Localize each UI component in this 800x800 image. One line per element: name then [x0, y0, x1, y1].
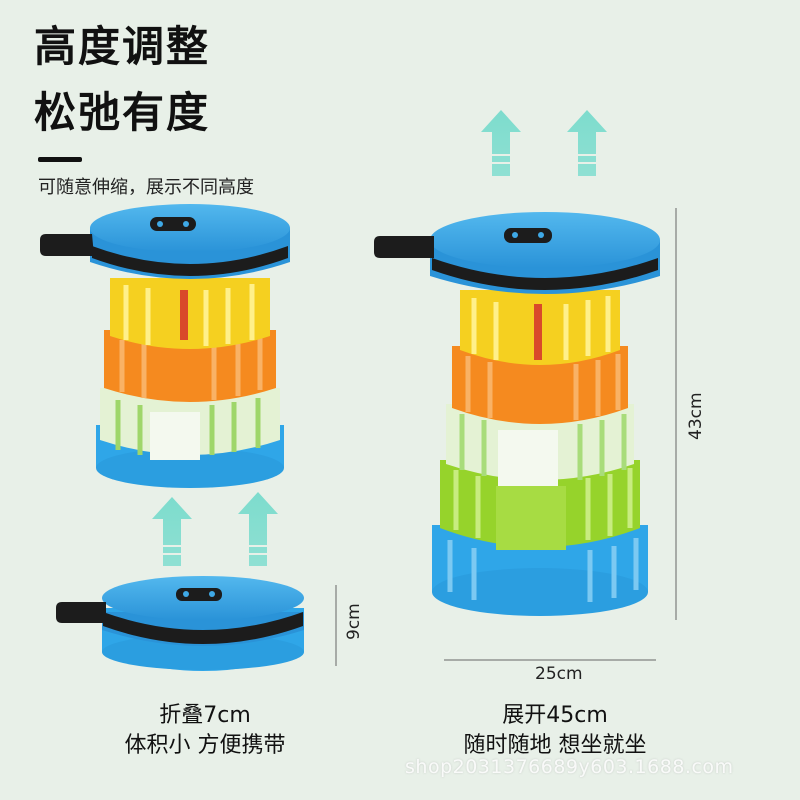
stool-folded [56, 576, 304, 671]
stool-extended [374, 212, 660, 616]
up-arrow-icon-2 [567, 110, 607, 176]
headline-line1: 高度调整 [34, 22, 211, 71]
folded-caption-line2: 体积小 方便携带 [124, 733, 286, 758]
expanded-height-label: 43cm [686, 392, 706, 440]
watermark: shop2031376689y603.1688.com [405, 756, 734, 778]
folded-caption: 折叠7cm 体积小 方便携带 [95, 701, 315, 761]
title-divider [38, 157, 82, 162]
expanded-caption-line1: 展开45cm [502, 703, 608, 728]
up-arrow-icon-3 [152, 497, 192, 566]
folded-height-label: 9cm [344, 603, 364, 640]
headline-line2: 松弛有度 [34, 88, 211, 137]
stool-medium [40, 204, 290, 488]
up-arrow-icon-4 [238, 492, 278, 566]
up-arrow-icon-1 [481, 110, 521, 176]
expanded-width-label: 25cm [535, 664, 583, 684]
headline-subtitle: 可随意伸缩，展示不同高度 [38, 177, 254, 198]
folded-caption-line1: 折叠7cm [159, 703, 251, 728]
expanded-caption: 展开45cm 随时随地 想坐就坐 [445, 701, 665, 761]
expanded-caption-line2: 随时随地 想坐就坐 [463, 733, 647, 758]
